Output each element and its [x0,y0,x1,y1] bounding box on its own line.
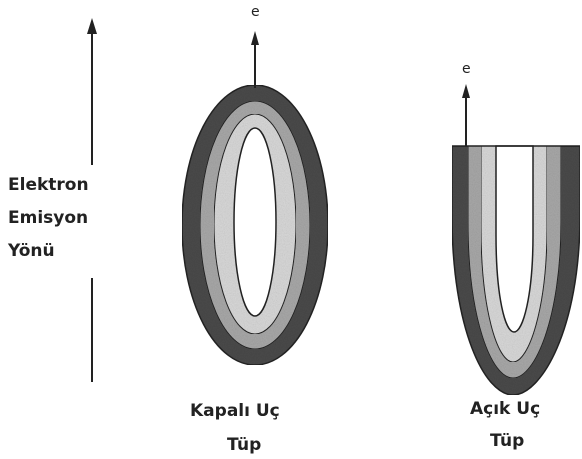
open-tube-core [496,146,533,332]
open-tube-electron-arrow [462,84,470,146]
closed-tube-shells [182,85,328,365]
open-tube-caption-line1: Açık Uç [470,399,540,419]
closed-tube-electron-label: e [251,4,260,20]
arrow-up-icon [251,31,259,45]
arrow-up-icon [462,84,470,98]
open-tube: e Açık Uç Tüp [452,61,580,451]
direction-label-line3: Yönü [7,241,55,261]
emission-direction-arrow [87,18,97,382]
direction-label: Elektron Emisyon Yönü [7,175,89,261]
closed-tube-electron-arrow [251,31,259,88]
open-tube-shells [452,146,580,395]
closed-tube: e Kapalı Uç Tüp [182,4,328,455]
closed-tube-caption-line1: Kapalı Uç [190,401,280,421]
open-tube-caption-line2: Tüp [490,431,524,451]
direction-label-line1: Elektron [8,175,89,195]
closed-tube-caption-line2: Tüp [227,435,261,455]
arrow-up-icon [87,18,97,34]
closed-tube-core [234,128,276,316]
direction-label-line2: Emisyon [8,208,88,228]
open-tube-electron-label: e [462,61,471,77]
